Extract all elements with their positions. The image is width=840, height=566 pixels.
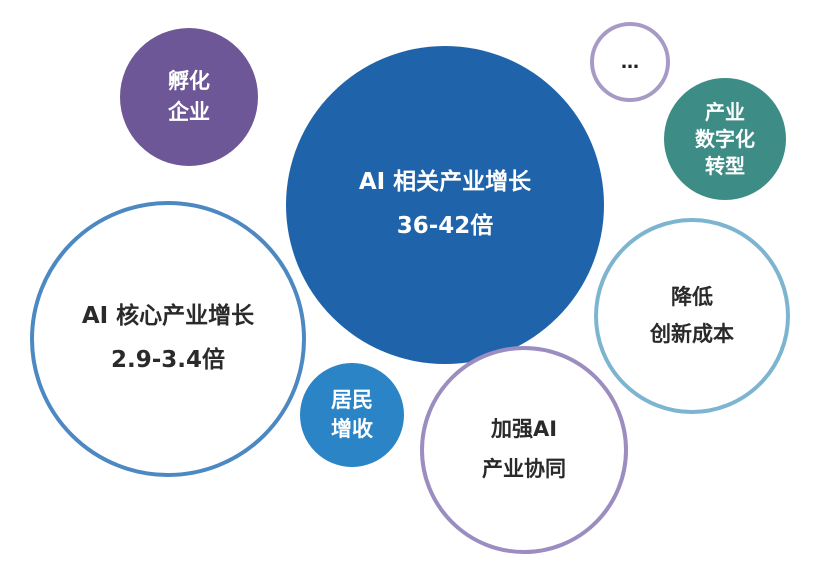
- bubble-income-line2: 增收: [331, 417, 373, 441]
- bubble-more: …: [590, 22, 670, 102]
- bubble-resident-income-increase: 居民 增收: [300, 363, 404, 467]
- bubble-synergy-line2: 产业协同: [482, 457, 566, 481]
- bubble-ai-core-line2: 2.9-3.4倍: [110, 347, 226, 373]
- bubble-digital-line1: 产业: [705, 99, 745, 124]
- bubble-ai-core-industry-growth: AI 核心产业增长 2.9-3.4倍: [30, 201, 306, 477]
- bubble-digital-line2: 数字化: [695, 126, 755, 151]
- bubble-synergy-line1: 加强AI: [490, 417, 558, 442]
- bubble-ai-core-line1: AI 核心产业增长: [81, 303, 255, 330]
- bubble-ai-related-industry-growth: AI 相关产业增长 36-42倍: [286, 46, 604, 364]
- bubble-ai-related-line2: 36-42倍: [396, 213, 494, 239]
- bubble-digital-line3: 转型: [705, 153, 745, 178]
- bubble-reduce-innovation-cost: 降低 创新成本: [594, 218, 790, 414]
- bubble-industry-digital-transformation: 产业 数字化 转型: [664, 78, 786, 200]
- bubble-ai-related-line1: AI 相关产业增长: [358, 169, 532, 196]
- bubble-cost-line2: 创新成本: [650, 322, 734, 346]
- bubble-incubate-line1: 孵化: [168, 68, 210, 93]
- bubble-strengthen-ai-industry-synergy: 加强AI 产业协同: [420, 346, 628, 554]
- bubble-cost-line1: 降低: [671, 285, 713, 310]
- bubble-more-ellipsis: …: [621, 51, 639, 73]
- bubble-incubate-enterprises: 孵化 企业: [120, 28, 258, 166]
- bubble-incubate-line2: 企业: [168, 100, 210, 124]
- bubble-income-line1: 居民: [331, 387, 373, 412]
